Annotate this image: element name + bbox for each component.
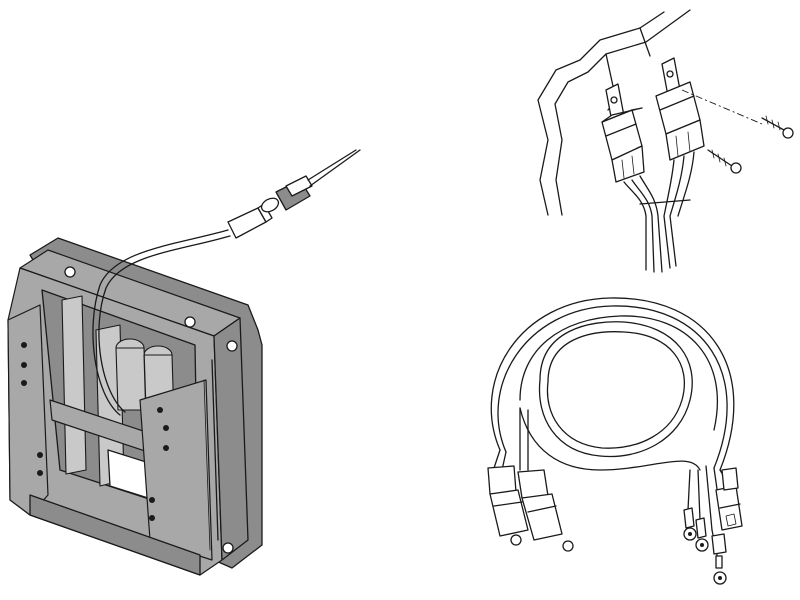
harness-ring-terminals (683, 507, 727, 585)
bracket-holes (21, 342, 169, 521)
harness-coil (490, 297, 735, 471)
harness-connector-right (715, 467, 743, 531)
pigtail-wire (92, 229, 229, 416)
harness-connector-left-2 (517, 469, 574, 552)
bracket-tube-left (61, 295, 87, 475)
harness-left-leads (493, 407, 529, 471)
harness-connector-left-1 (487, 465, 529, 546)
mounting-screw-upper (761, 115, 794, 139)
relay-right (655, 57, 705, 161)
relay-left (601, 83, 645, 183)
mounting-bracket-illustration (7, 149, 361, 576)
pigtail-leads (307, 149, 357, 181)
pigtail-connector (227, 175, 313, 239)
mounting-screw-lower (707, 149, 742, 174)
coiled-wiring-harness-illustration (487, 297, 743, 585)
bracket-right-edge (213, 317, 249, 561)
relay-wire-bundle (623, 151, 695, 273)
bracket-bottom-lip (29, 494, 201, 576)
mounting-panel-outline (537, 11, 665, 216)
bracket-right-plate (139, 379, 213, 561)
relay-on-panel-illustration (537, 9, 794, 273)
bracket-screws (64, 266, 238, 554)
